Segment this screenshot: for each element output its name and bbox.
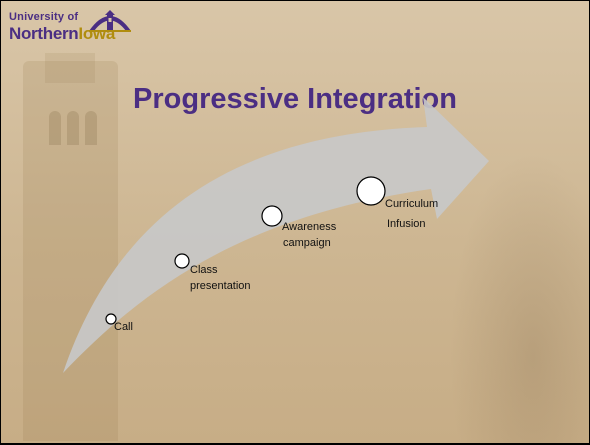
step-curriculum-infusion-label-line1: Curriculum	[385, 198, 438, 210]
curved-arrow	[63, 97, 489, 373]
step-call-label: Call	[114, 321, 133, 333]
step-awareness-campaign-label-line2: campaign	[283, 237, 331, 249]
background-window	[85, 111, 97, 145]
background-tree	[449, 151, 589, 443]
logo-line2-part1: Northern	[9, 24, 79, 43]
step-curriculum-infusion-circle	[356, 176, 386, 206]
step-curriculum-infusion: Curriculum Infusion	[356, 176, 438, 230]
step-class-presentation-circle	[174, 253, 190, 269]
step-class-presentation: Class presentation	[174, 253, 251, 292]
slide-title: Progressive Integration	[133, 83, 457, 115]
background-window	[49, 111, 61, 145]
background-campanile-top	[45, 53, 95, 83]
step-curriculum-infusion-label-line2: Infusion	[387, 218, 426, 230]
step-awareness-campaign-label-line1: Awareness	[282, 221, 337, 233]
background-campanile	[23, 61, 118, 441]
step-call-circle	[105, 313, 117, 325]
step-class-presentation-label-line2: presentation	[190, 280, 251, 292]
step-class-presentation-label-line1: Class	[190, 264, 218, 276]
step-call: Call	[105, 313, 133, 333]
background-window	[67, 111, 79, 145]
step-awareness-campaign: Awareness campaign	[261, 205, 337, 249]
logo-line1: University of	[9, 11, 79, 23]
campanile-seal-icon	[89, 10, 131, 32]
step-awareness-campaign-circle	[261, 205, 283, 227]
